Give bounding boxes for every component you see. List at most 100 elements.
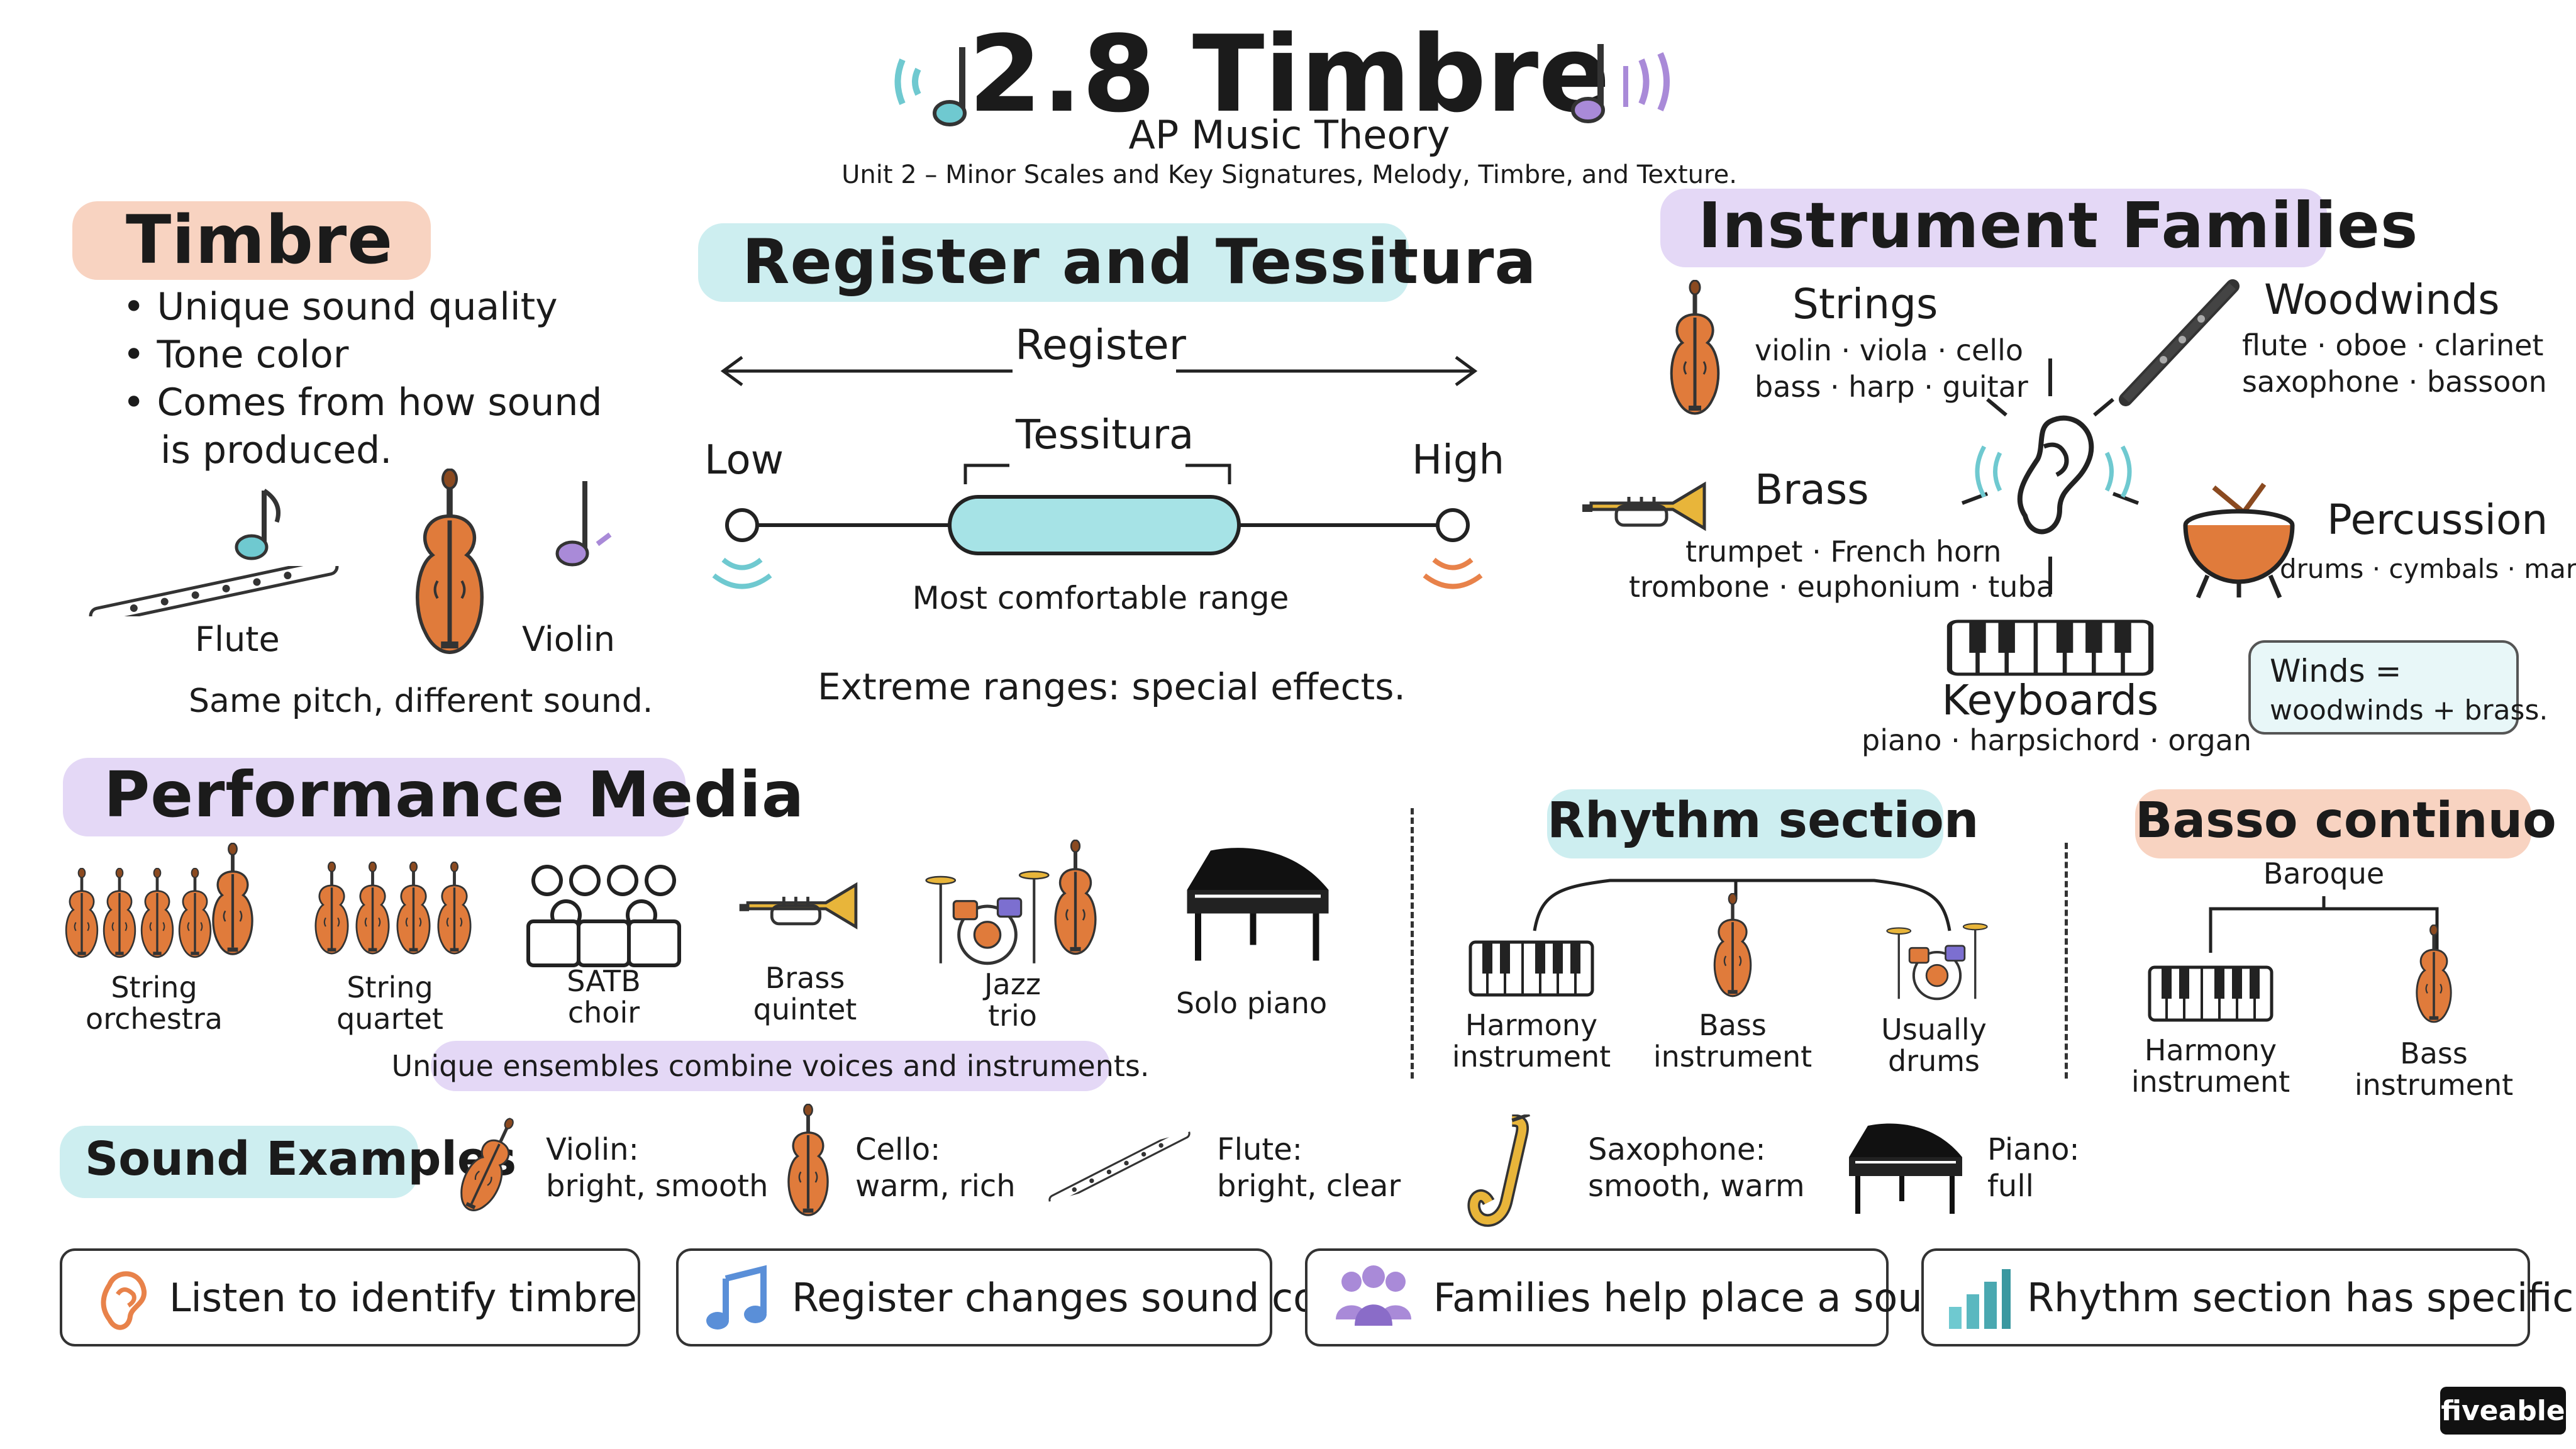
example-cello-desc: warm, rich: [855, 1169, 1016, 1204]
percussion-name: Percussion: [2327, 496, 2548, 544]
violin-label: Violin: [522, 619, 616, 659]
satb-choir-icon: [526, 865, 681, 967]
solo-piano-icon: [1179, 843, 1336, 969]
unit-line: Unit 2 – Minor Scales and Key Signatures…: [841, 160, 1737, 189]
brass-quintet-icon: [736, 877, 868, 940]
fiveable-logo-text: fiveable: [2441, 1394, 2565, 1427]
brass-trumpet-icon: [1579, 478, 1717, 541]
string-quartet-icon: [308, 862, 484, 969]
right-music-note-icon: [1571, 44, 1670, 123]
example-flute-icon: [1038, 1141, 1201, 1192]
example-saxophone-desc: smooth, warm: [1588, 1169, 1805, 1204]
divider-left: [1411, 808, 1414, 1079]
subtitle: AP Music Theory: [1128, 112, 1450, 158]
teal-note-icon: [235, 489, 280, 560]
strings-line2: bass · harp · guitar: [1755, 370, 2028, 404]
card-register-text: Register changes sound color: [792, 1274, 1368, 1321]
winds-line1: Winds =: [2270, 653, 2402, 689]
example-flute-name: Flute:: [1217, 1132, 1302, 1167]
bullet-2: • Tone color: [123, 333, 349, 377]
brass-line2: trombone · euphonium · tuba: [1629, 570, 2054, 604]
brass-line1: trumpet · French horn: [1685, 535, 2002, 569]
percussion-line1: drums · cymbals · marimba: [2280, 553, 2576, 584]
performance-title: Performance Media: [104, 758, 805, 831]
flute-label: Flute: [195, 619, 280, 659]
brass-name: Brass: [1755, 465, 1869, 514]
page-title: 2.8 Timbre: [968, 13, 1611, 136]
register-label: Register: [1015, 321, 1186, 369]
basso-sub: Baroque: [2263, 857, 2385, 891]
extreme-label: Extreme ranges: special effects.: [818, 665, 1406, 708]
ear-icon: [101, 1271, 147, 1330]
timbre-bullets: • Unique sound quality • Tone color • Co…: [123, 283, 602, 474]
register-title: Register and Tessitura: [742, 226, 1537, 298]
keyboards-line1: piano · harpsichord · organ: [1862, 723, 2252, 757]
woodwind-clarinet-icon: [2119, 279, 2240, 406]
keyboards-name: Keyboards: [1941, 676, 2159, 724]
example-violin-desc: bright, smooth: [546, 1169, 769, 1204]
string-orchestra-icon: [60, 843, 261, 969]
divider-right: [2065, 843, 2068, 1079]
basso-bass-icon: [2406, 924, 2462, 1035]
basso-title: Basso continuo: [2135, 792, 2557, 849]
bullet-4: is produced.: [160, 428, 392, 472]
purple-note-icon: [555, 481, 612, 567]
timbre-caption: Same pitch, different sound.: [189, 682, 653, 720]
example-cello-icon: [774, 1104, 843, 1230]
left-sound-wave-icon: [894, 47, 967, 126]
register-arrow: [720, 355, 1478, 387]
rhythm-title: Rhythm section: [1547, 792, 1979, 849]
high-label: High: [1412, 437, 1505, 484]
example-flute-desc: bright, clear: [1217, 1169, 1401, 1204]
ensembles-pill: Unique ensembles combine voices and inst…: [392, 1041, 1149, 1091]
bullet-1: • Unique sound quality: [123, 285, 558, 329]
card-listen-text: Listen to identify timbre: [169, 1274, 637, 1321]
example-piano-name: Piano:: [1987, 1132, 2080, 1167]
percussion-drum-icon: [2183, 482, 2295, 599]
timbre-title: Timbre: [126, 201, 394, 279]
card-register: Register changes sound color: [676, 1248, 1368, 1346]
example-cello-name: Cello:: [855, 1132, 941, 1167]
winds-note-box: Winds = woodwinds + brass.: [2248, 640, 2548, 735]
group-icon: [1336, 1265, 1411, 1326]
card-families: Families help place a sound: [1305, 1248, 1972, 1346]
flute-icon: [82, 566, 346, 616]
jazz-trio-icon: [924, 840, 1126, 972]
strings-name: Strings: [1792, 280, 1938, 328]
example-piano-icon: [1843, 1119, 1968, 1220]
example-violin-icon: [447, 1113, 528, 1226]
woodwinds-line2: saxophone · bassoon: [2242, 365, 2547, 399]
bullet-3: • Comes from how sound: [123, 380, 602, 425]
rhythm-keyboard-icon: [1465, 940, 1597, 997]
ear-center-icon: [1961, 358, 2140, 594]
woodwinds-name: Woodwinds: [2264, 275, 2500, 324]
card-families-text: Families help place a sound: [1433, 1274, 1972, 1321]
strings-violin-icon: [1648, 280, 1742, 431]
card-rhythm-text: Rhythm section has specific roles: [2027, 1274, 2576, 1321]
fiveable-logo: fiveable: [2440, 1387, 2566, 1435]
example-saxophone-icon: [1465, 1113, 1547, 1233]
strings-line1: violin · viola · cello: [1755, 333, 2024, 367]
tessitura-bracket: [963, 464, 1231, 484]
woodwinds-line1: flute · oboe · clarinet: [2242, 328, 2544, 362]
example-violin-name: Violin:: [546, 1132, 639, 1167]
violin-icon: [396, 469, 503, 676]
card-listen: Listen to identify timbre: [60, 1248, 640, 1346]
low-label: Low: [704, 437, 784, 484]
tessitura-label: Tessitura: [1016, 412, 1194, 458]
families-title: Instrument Families: [1698, 189, 2419, 262]
rhythm-bass-icon: [1704, 893, 1761, 1009]
keyboard-icon: [1946, 619, 2154, 676]
perf-label-6: Solo piano: [1175, 986, 1328, 1020]
music-note-icon: [706, 1265, 767, 1330]
range-line: [712, 495, 1483, 589]
